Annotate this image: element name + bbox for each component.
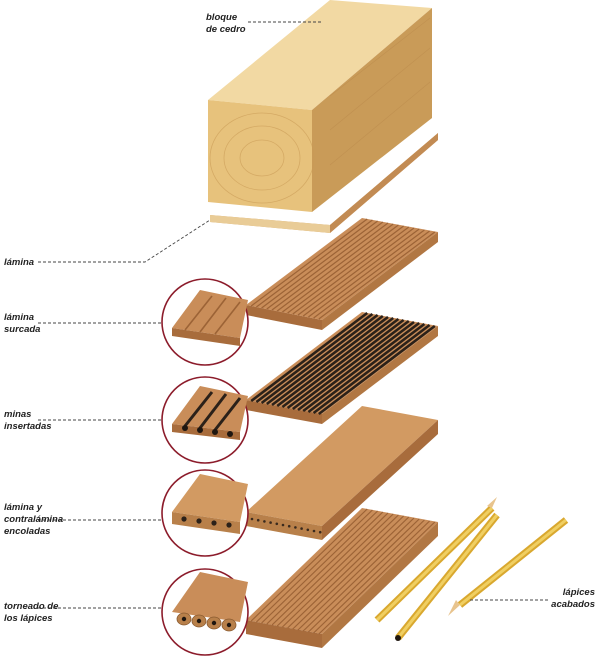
groove-line <box>307 519 425 633</box>
groove-line <box>271 222 389 311</box>
label-glued: lámina y contralámina encoladas <box>4 502 64 537</box>
lead-line <box>297 320 415 412</box>
lead-line <box>255 312 374 404</box>
lead-end <box>287 524 291 528</box>
label-grooved-slat: lámina surcada <box>4 312 41 335</box>
groove-line <box>287 515 405 629</box>
lead-end <box>275 522 279 526</box>
groove-line <box>292 226 410 315</box>
callout-glued <box>161 469 249 557</box>
lead-line <box>318 324 436 416</box>
lead-line <box>271 315 389 407</box>
groove-line <box>287 225 404 314</box>
pencil-3 <box>448 517 569 616</box>
groove-line <box>256 219 373 308</box>
label-slat: lámina <box>4 257 35 268</box>
groove-line <box>276 223 394 312</box>
lead-end <box>294 526 297 529</box>
groove-line <box>261 220 378 309</box>
callout-grooved <box>161 278 249 366</box>
groove-line <box>313 520 431 634</box>
finished-pencil <box>374 497 569 641</box>
turned-pencils <box>246 508 438 648</box>
lead-line <box>260 313 379 405</box>
lead-end <box>312 529 316 533</box>
lead-end <box>250 517 254 521</box>
groove-line <box>281 514 399 628</box>
lead-end <box>256 518 260 522</box>
lead-line <box>307 322 426 414</box>
groove-line <box>271 512 389 626</box>
lead-line <box>302 321 420 413</box>
lead-line <box>250 311 368 403</box>
slat-with-leads <box>246 311 438 424</box>
callout-turned <box>161 568 249 656</box>
groove-line <box>302 518 420 632</box>
lead-line <box>286 318 405 410</box>
lead-line <box>276 316 394 408</box>
groove-line <box>266 511 384 625</box>
groove-line <box>261 510 379 624</box>
groove-line <box>313 230 430 319</box>
groove-line <box>292 516 410 630</box>
groove-line <box>297 227 415 316</box>
groove-line <box>276 513 394 627</box>
lead-end <box>300 527 303 530</box>
groove-line <box>250 218 368 307</box>
pencil-1 <box>374 497 497 623</box>
lead-end <box>281 523 285 527</box>
groove-line <box>318 231 436 320</box>
pencil-2 <box>395 512 500 641</box>
leader-lines <box>38 21 548 609</box>
groove-line <box>308 229 425 318</box>
groove-line <box>302 228 420 317</box>
glued-sandwich <box>246 406 438 540</box>
lead-end <box>263 520 266 523</box>
label-finished-pencils: lápices acabados <box>551 587 595 610</box>
thin-slat <box>210 133 438 233</box>
lead-end <box>306 528 310 532</box>
lead-line <box>266 314 384 406</box>
groove-line <box>318 521 436 635</box>
lead-line <box>292 319 410 411</box>
groove-line <box>255 509 373 623</box>
label-leads-inserted: minas insertadas <box>4 409 52 432</box>
label-turned: torneado de los lápices <box>4 601 59 624</box>
lead-end <box>318 530 322 534</box>
cedar-block <box>208 0 438 233</box>
groove-line <box>266 221 384 310</box>
lead-end <box>269 521 272 524</box>
groove-line <box>250 508 368 622</box>
lead-line <box>312 323 431 415</box>
lead-line <box>281 317 400 409</box>
grooved-slat <box>246 218 438 330</box>
label-block: bloque de cedro <box>206 12 246 35</box>
groove-line <box>297 517 415 631</box>
groove-line <box>282 224 399 313</box>
callout-leads <box>161 376 249 464</box>
